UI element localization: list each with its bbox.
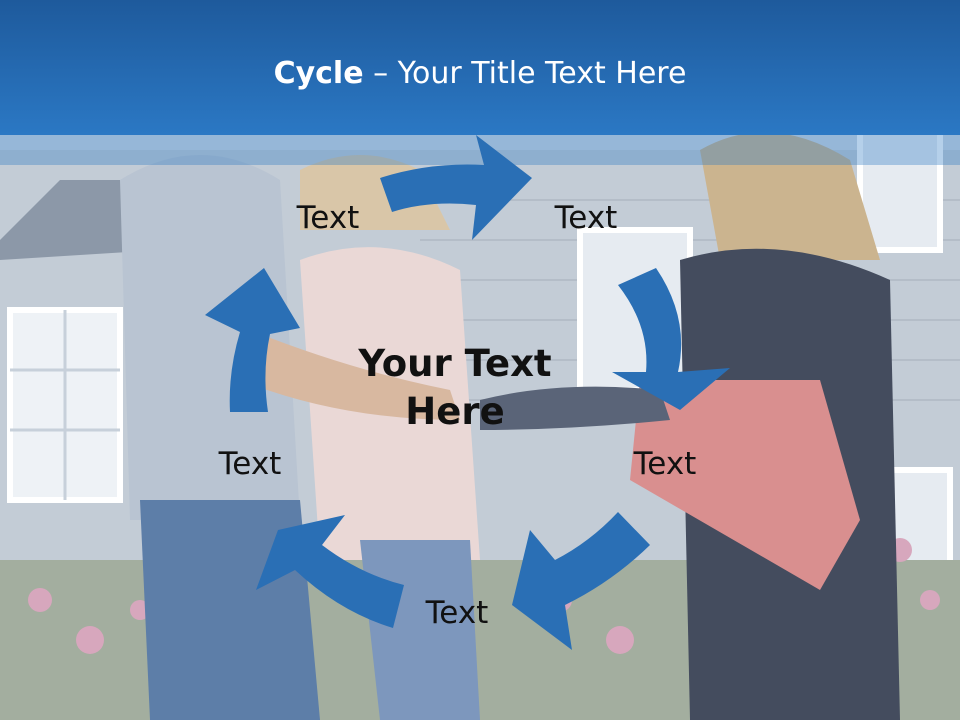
cycle-node-label: Text	[633, 446, 697, 482]
title-bold: Cycle	[273, 56, 364, 91]
cycle-arrow-2	[612, 268, 730, 410]
cycle-node-label: Text	[425, 595, 489, 631]
cycle-node-label: Text	[554, 200, 618, 236]
cycle-node-label: Text	[218, 446, 282, 482]
title-bar	[0, 0, 960, 135]
cycle-arrow-5	[205, 268, 300, 412]
cycle-arrow-1	[380, 135, 532, 240]
center-text: Your Text Here	[358, 342, 552, 434]
cycle-arrow-3	[512, 512, 650, 650]
cycle-node-label: Text	[296, 200, 360, 236]
cycle-arrow-4	[256, 515, 404, 628]
title-rest: – Your Title Text Here	[363, 56, 687, 91]
slide-title: Cycle – Your Title Text Here	[0, 56, 960, 91]
